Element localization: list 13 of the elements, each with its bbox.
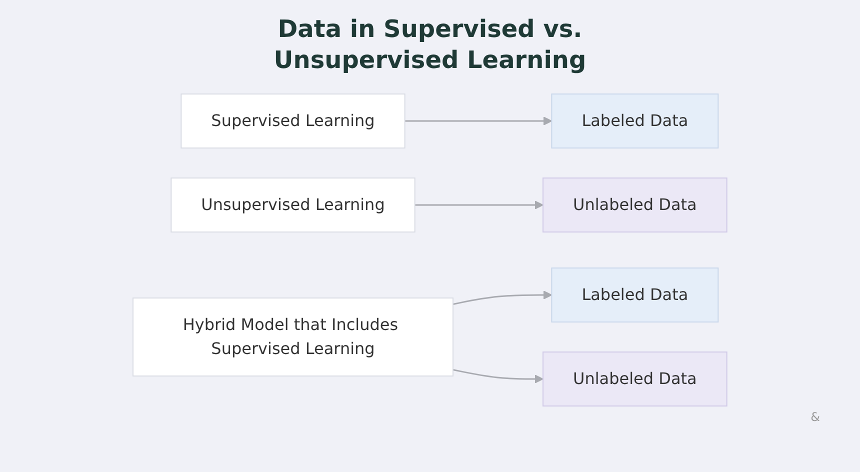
node-box: Labeled Data xyxy=(551,268,719,323)
node-box: Unlabeled Data xyxy=(542,352,728,407)
node-box: Supervised Learning xyxy=(180,94,406,149)
node-box: Labeled Data xyxy=(551,94,719,149)
diagram-title: Data in Supervised vs. Unsupervised Learning xyxy=(272,14,588,76)
node-box: Unsupervised Learning xyxy=(170,178,416,233)
node-box: Unlabeled Data xyxy=(542,178,728,233)
arrow xyxy=(404,116,552,126)
node-box: Hybrid Model that Includes Supervised Learning xyxy=(132,298,454,377)
arrow xyxy=(452,369,544,384)
note-text: & xyxy=(810,410,820,424)
arrow xyxy=(414,200,544,210)
arrow xyxy=(452,290,552,306)
